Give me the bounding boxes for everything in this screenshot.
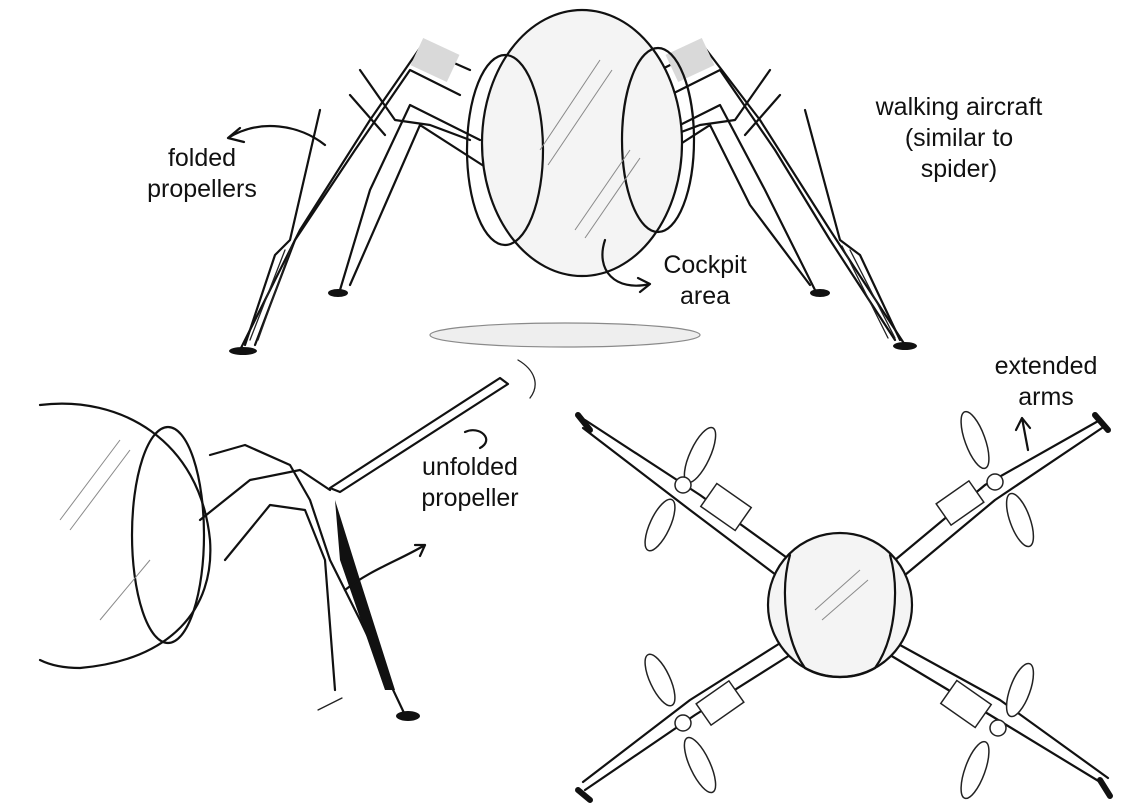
folded-propellers-label: folded propellers <box>122 143 282 205</box>
front-view-walking-aircraft <box>228 10 917 355</box>
label-line: (similar to <box>854 123 1064 154</box>
propeller-top-left <box>639 424 722 555</box>
label-line: area <box>640 281 770 312</box>
unfolded-arrow <box>465 430 486 448</box>
front-cockpit-sphere <box>467 10 694 276</box>
side-view-unfolded-propeller <box>40 360 535 721</box>
label-line: unfolded <box>400 452 540 483</box>
extended-arms-label: extended arms <box>976 351 1116 413</box>
cockpit-area-label: Cockpit area <box>640 250 770 312</box>
label-line: propellers <box>122 174 282 205</box>
label-line: propeller <box>400 483 540 514</box>
rotation-arrow <box>518 360 535 398</box>
walking-aircraft-label: walking aircraft (similar to spider) <box>854 92 1064 185</box>
swing-arrow <box>318 698 342 710</box>
label-line: Cockpit <box>640 250 770 281</box>
label-line: spider) <box>854 154 1064 185</box>
extended-arms-arrow <box>1016 418 1030 450</box>
top-view-extended-arms <box>578 408 1110 801</box>
label-line: folded <box>122 143 282 174</box>
unfolded-propeller-label: unfolded propeller <box>400 452 540 514</box>
label-line: walking aircraft <box>854 92 1064 123</box>
label-line: extended <box>976 351 1116 382</box>
ground-shadow <box>430 323 700 347</box>
label-line: arms <box>976 382 1116 413</box>
